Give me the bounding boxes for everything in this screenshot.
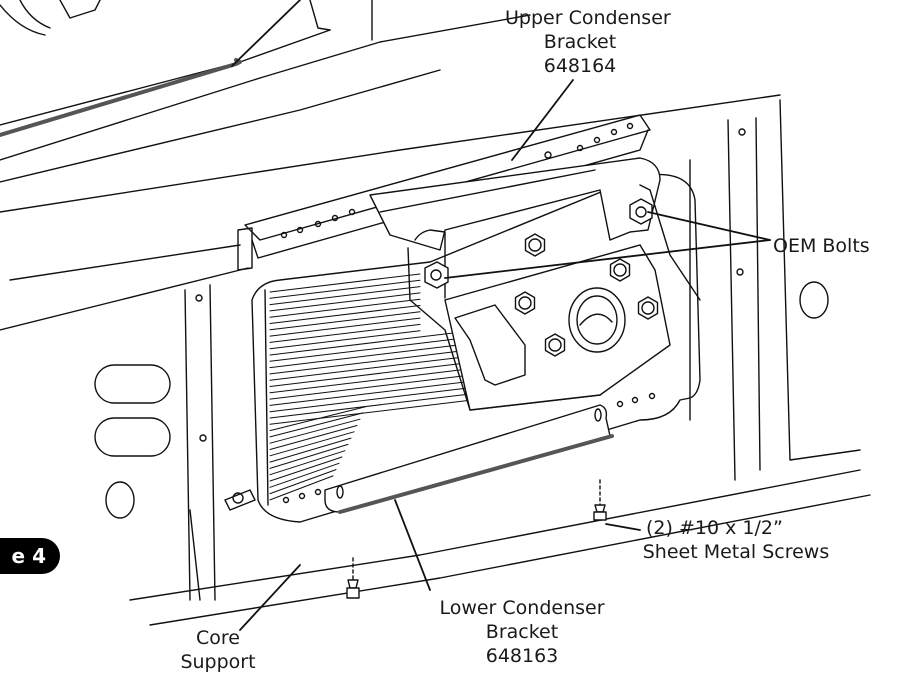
upper-condenser-bracket-label: Upper Condenser Bracket 648164 xyxy=(505,6,671,78)
fin-line xyxy=(269,305,421,324)
fitting xyxy=(224,489,256,511)
fin-line xyxy=(269,330,471,356)
upper-condenser-bracket xyxy=(244,114,701,411)
fin-line xyxy=(269,298,421,318)
label-line: Bracket xyxy=(543,31,617,53)
fin-line xyxy=(269,393,471,419)
core-support xyxy=(0,94,871,626)
fin-line xyxy=(269,317,421,337)
leader-lines xyxy=(231,0,771,631)
oem-bolts-label: OEM Bolts xyxy=(773,234,870,258)
bolt-hex xyxy=(544,333,566,357)
fin-line xyxy=(269,362,471,387)
fin-line xyxy=(269,475,334,501)
label-line: Core xyxy=(196,627,240,649)
fin-line xyxy=(269,406,367,432)
bolt-washer xyxy=(641,301,655,315)
fin-line xyxy=(269,387,471,413)
label-line: 648164 xyxy=(543,55,617,77)
fin-line xyxy=(269,443,349,469)
lower-condenser-bracket xyxy=(282,392,656,514)
label-line: OEM Bolts xyxy=(773,235,870,257)
condenser-core xyxy=(237,173,701,523)
fin-line xyxy=(269,418,361,444)
upper-body-panel xyxy=(0,0,531,183)
oem-bolt-heads xyxy=(424,198,653,289)
label-line: Bracket xyxy=(485,621,559,643)
fin-line xyxy=(269,450,346,476)
bolt-hex xyxy=(524,233,546,257)
label-line: 648163 xyxy=(485,645,559,667)
label-line: Sheet Metal Screws xyxy=(642,541,830,563)
fin-line xyxy=(269,292,421,312)
fin-line xyxy=(269,437,352,463)
mounting-plate xyxy=(444,244,671,411)
label-line: (2) #10 x 1/2” xyxy=(646,517,783,539)
fin-line xyxy=(269,399,471,425)
fin-line xyxy=(269,349,471,375)
fin-line xyxy=(269,462,340,488)
fin-line xyxy=(269,425,358,450)
core-support-label: Core Support xyxy=(168,626,268,674)
fin-line xyxy=(269,374,471,400)
fin-line xyxy=(269,279,421,299)
fin-line xyxy=(269,311,421,331)
condenser-fins xyxy=(269,273,471,501)
core-support-slots xyxy=(94,128,829,519)
fin-line xyxy=(269,343,471,369)
fin-line xyxy=(269,469,337,495)
fin-line xyxy=(269,336,471,362)
fin-line xyxy=(269,323,421,343)
bolt-washer xyxy=(528,238,542,252)
fin-line xyxy=(269,355,471,381)
lower-condenser-bracket-label: Lower Condenser Bracket 648163 xyxy=(412,596,632,668)
fin-line xyxy=(269,273,421,293)
bolt-heads xyxy=(514,233,659,357)
fin-line xyxy=(269,368,471,394)
fin-line xyxy=(269,286,421,306)
sheet-metal-screws-label: (2) #10 x 1/2” Sheet Metal Screws xyxy=(616,516,856,564)
bolt-washer xyxy=(518,296,532,310)
fin-line xyxy=(269,456,343,482)
bolt-washer xyxy=(548,338,562,352)
bolt-washer xyxy=(613,263,627,277)
fin-line xyxy=(269,330,421,350)
label-line: Upper Condenser xyxy=(505,7,671,29)
figure-number-badge: e 4 xyxy=(0,538,60,574)
bolt-hex xyxy=(514,291,536,315)
label-line: Lower Condenser xyxy=(439,597,605,619)
fin-line xyxy=(269,380,471,406)
sheet-metal-screws xyxy=(346,479,607,599)
fin-line xyxy=(269,431,355,457)
fin-line xyxy=(269,412,364,438)
label-line: Support xyxy=(180,651,256,673)
bolt-hex xyxy=(637,296,659,320)
bolt-hex xyxy=(609,258,631,282)
